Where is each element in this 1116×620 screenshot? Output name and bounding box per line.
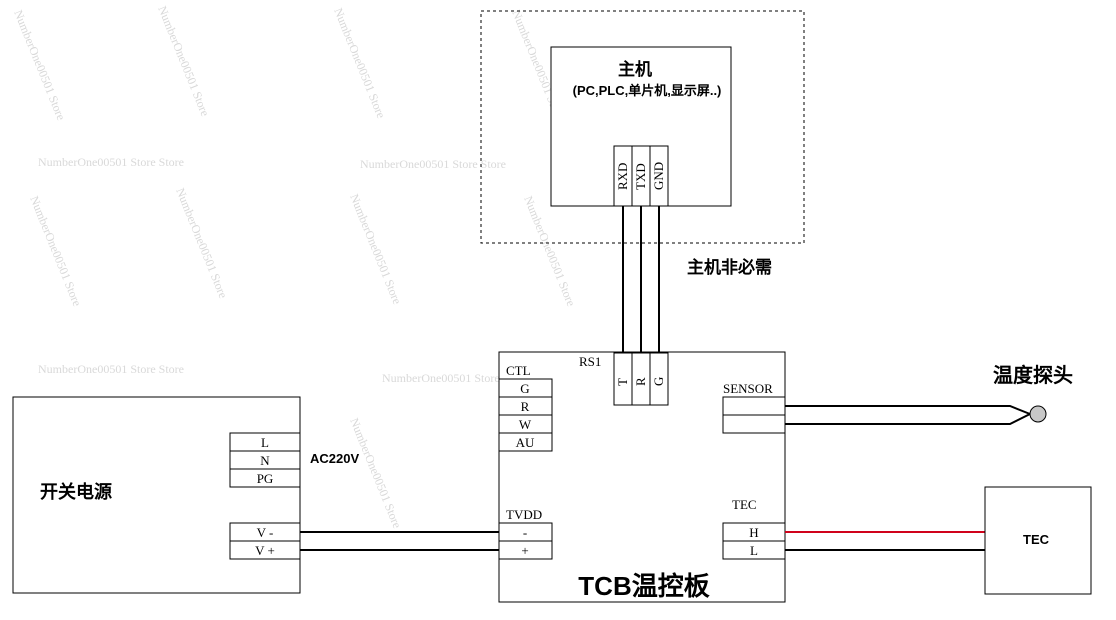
watermark-text-vertical: NumberOne00501 Store: [11, 8, 68, 122]
host-pin-gnd: GND: [651, 162, 666, 190]
ctl-pin-r: R: [521, 399, 530, 414]
tec-pin-l: L: [750, 543, 758, 558]
power-title: 开关电源: [40, 481, 112, 502]
ac-voltage-label: AC220V: [310, 451, 359, 466]
watermark-text-vertical: NumberOne00501 Store: [347, 416, 404, 530]
tcb-board: TCB温控板 RS1 T R G CTL G R W AU SENSOR: [498, 351, 786, 603]
tvdd-label: TVDD: [506, 507, 542, 522]
watermark-text: NumberOne00501 Store Store: [38, 155, 184, 169]
ctl-label: CTL: [506, 363, 531, 378]
tvdd-header: - +: [498, 522, 553, 560]
dc-output-terminal: V - V +: [229, 522, 301, 560]
tec-header-label: TEC: [732, 497, 757, 512]
probe-cable: [785, 405, 1031, 425]
dc-pin-vminus: V -: [257, 525, 274, 540]
watermark-text: NumberOne00501 Store Store: [382, 371, 528, 385]
ctl-header: G R W AU: [498, 378, 553, 452]
tvdd-pin-plus: +: [521, 543, 528, 558]
watermark-text-vertical: NumberOne00501 Store: [347, 192, 404, 306]
ctl-pin-w: W: [519, 417, 532, 432]
sensor-header: [722, 396, 786, 434]
watermark-text: NumberOne00501 Store Store: [38, 362, 184, 376]
host-box: 主机 (PC,PLC,单片机,显示屏..) RXD TXD GND: [550, 46, 732, 207]
ac-input-terminal: L N PG: [229, 432, 301, 488]
ac-pin-n: N: [260, 453, 270, 468]
host-optional-label: 主机非必需: [687, 257, 772, 277]
tec-device-label: TEC: [1023, 532, 1050, 547]
serial-cable: [622, 206, 660, 353]
tec-cable: [785, 531, 985, 551]
watermark-text-vertical: NumberOne00501 Store: [331, 6, 388, 120]
dc-pin-vplus: V +: [255, 543, 275, 558]
tec-header: H L: [722, 522, 786, 560]
sensor-label: SENSOR: [723, 381, 773, 396]
rs1-pin-g: G: [651, 377, 666, 386]
watermark-text: NumberOne00501 Store Store: [360, 157, 506, 171]
power-cable: [300, 531, 499, 551]
host-optional-zone: [480, 10, 805, 244]
watermark-text-vertical: NumberOne00501 Store: [155, 4, 212, 118]
ctl-pin-g: G: [520, 381, 529, 396]
host-pin-txd: TXD: [633, 163, 648, 190]
host-pin-header: RXD TXD GND: [613, 145, 669, 207]
ac-pin-l: L: [261, 435, 269, 450]
probe-label: 温度探头: [993, 363, 1073, 387]
rs1-pin-t: T: [615, 378, 630, 386]
host-pin-rxd: RXD: [615, 163, 630, 190]
rs1-label: RS1: [579, 354, 601, 369]
tec-device: TEC: [984, 486, 1092, 595]
tvdd-pin-minus: -: [523, 525, 527, 540]
host-title: 主机: [618, 59, 652, 79]
watermark-text-vertical: NumberOne00501 Store: [521, 194, 578, 308]
rs1-pin-r: R: [633, 377, 648, 386]
watermark-text-vertical: NumberOne00501 Store: [173, 186, 230, 300]
host-subtitle: (PC,PLC,单片机,显示屏..): [573, 83, 722, 98]
watermark-text-vertical: NumberOne00501 Store: [27, 194, 84, 308]
ctl-pin-au: AU: [516, 435, 535, 450]
power-supply: 开关电源 L N PG AC220V V - V +: [12, 396, 359, 594]
tec-pin-h: H: [749, 525, 758, 540]
rs1-header: T R G: [613, 352, 669, 406]
ac-pin-pg: PG: [257, 471, 274, 486]
tcb-title: TCB温控板: [578, 571, 709, 601]
probe-tip-icon: [1029, 405, 1047, 423]
